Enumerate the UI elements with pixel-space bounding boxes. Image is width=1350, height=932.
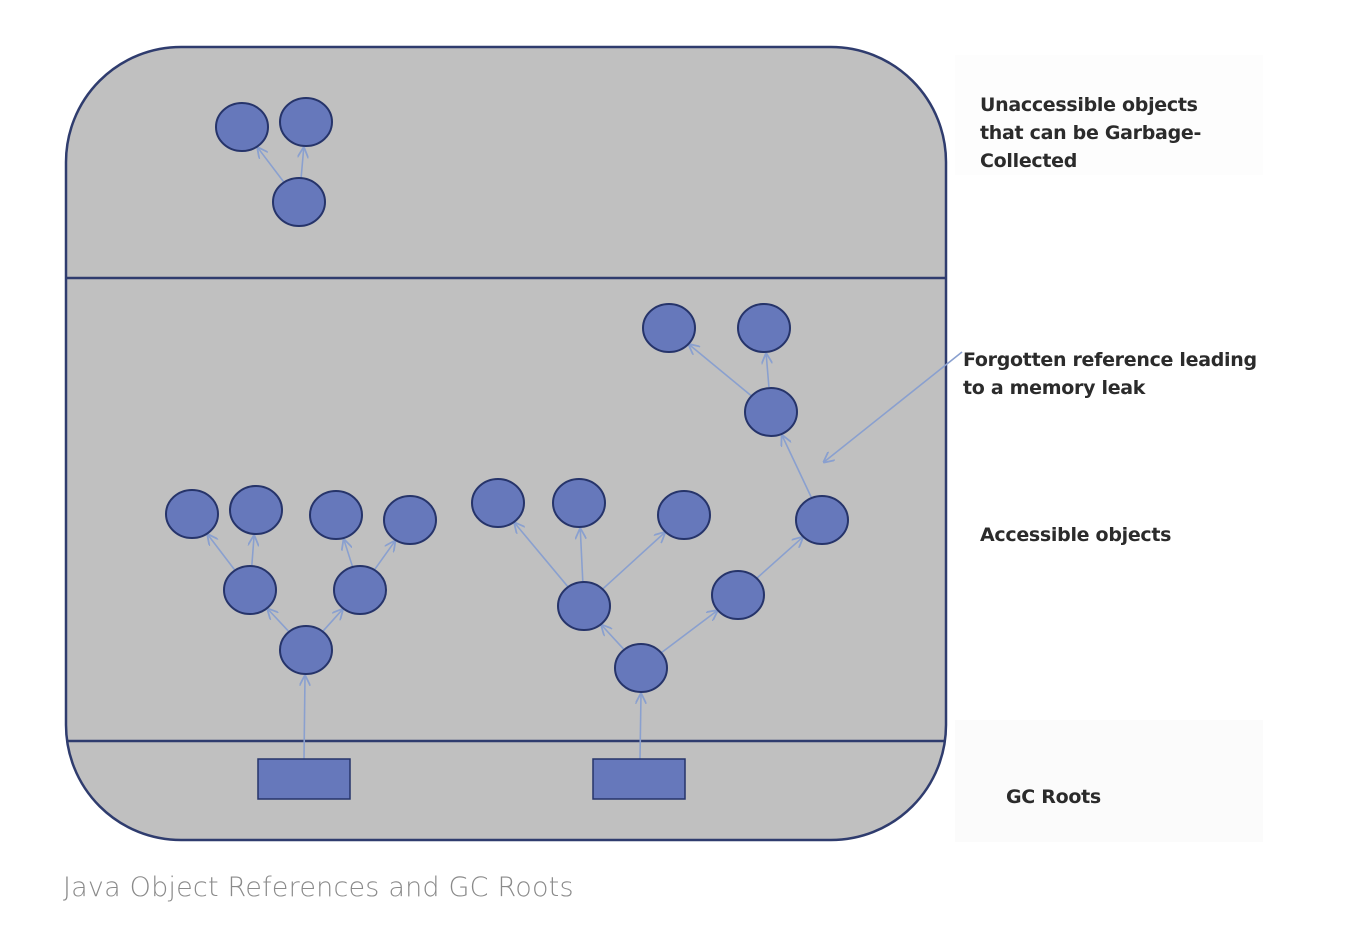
reference-arrows xyxy=(208,148,813,760)
gc-root-1 xyxy=(257,758,351,800)
gc-roots-label-panel xyxy=(955,720,1263,842)
figure-caption: Java Object References and GC Roots xyxy=(63,872,574,903)
heap-container xyxy=(64,45,948,842)
reference-arrow-u3-u1 xyxy=(258,148,285,183)
unaccessible-label-line-2: that can be Garbage- xyxy=(980,122,1201,144)
reference-arrow-b5-c1 xyxy=(756,537,803,579)
reference-arrow-a6-a3 xyxy=(344,540,354,567)
object-node-a7 xyxy=(279,625,333,675)
object-node-b4 xyxy=(557,581,611,631)
reference-arrow-c1-c2 xyxy=(782,436,813,498)
object-node-u1 xyxy=(215,102,269,152)
reference-arrow-b6-b5 xyxy=(660,611,717,654)
object-node-a1 xyxy=(165,489,219,539)
reference-arrow-c2-c3 xyxy=(689,345,753,397)
reference-arrow-a7-a6 xyxy=(322,609,343,632)
reference-arrow-b4-b1 xyxy=(515,523,569,588)
unaccessible-label-line-3: Collected xyxy=(980,150,1077,172)
reference-arrow-root2-b6 xyxy=(640,694,641,760)
object-node-b1 xyxy=(471,478,525,528)
object-nodes xyxy=(165,97,849,693)
forgotten-label-line-1: Forgotten reference leading xyxy=(963,349,1257,371)
gc-diagram: Unaccessible objects that can be Garbage… xyxy=(64,45,1263,842)
object-node-b5 xyxy=(711,570,765,620)
reference-arrow-a6-a4 xyxy=(373,541,395,571)
reference-arrow-c2-c4 xyxy=(766,354,769,388)
reference-arrow-b6-b4 xyxy=(602,625,625,651)
object-node-a4 xyxy=(383,495,437,545)
gc-roots-label: GC Roots xyxy=(1006,786,1101,808)
object-node-b6 xyxy=(614,643,668,693)
unaccessible-label-panel xyxy=(955,55,1263,175)
unaccessible-label-line-1: Unaccessible objects xyxy=(980,94,1198,116)
object-node-c1 xyxy=(795,495,849,545)
gc-root-2 xyxy=(592,758,686,800)
forgotten-label-line-2: to a memory leak xyxy=(963,377,1146,399)
object-node-a3 xyxy=(309,490,363,540)
reference-arrow-a5-a1 xyxy=(208,535,236,571)
object-node-c3 xyxy=(642,303,696,353)
object-node-a6 xyxy=(333,565,387,615)
reference-arrow-b4-b3 xyxy=(601,532,664,590)
accessible-label: Accessible objects xyxy=(980,524,1171,546)
reference-arrow-b4-b2 xyxy=(580,529,583,582)
object-node-c2 xyxy=(744,387,798,437)
forgotten-reference-pointer xyxy=(824,351,963,462)
object-node-a2 xyxy=(229,485,283,535)
reference-arrow-a7-a5 xyxy=(268,609,290,633)
object-node-b3 xyxy=(657,490,711,540)
object-node-a5 xyxy=(223,565,277,615)
reference-arrow-u3-u2 xyxy=(301,148,304,178)
reference-arrow-a5-a2 xyxy=(252,536,254,566)
reference-arrow-root1-a7 xyxy=(304,676,305,760)
object-node-u3 xyxy=(272,177,326,227)
object-node-b2 xyxy=(552,478,606,528)
object-node-u2 xyxy=(279,97,333,147)
object-node-c4 xyxy=(737,303,791,353)
